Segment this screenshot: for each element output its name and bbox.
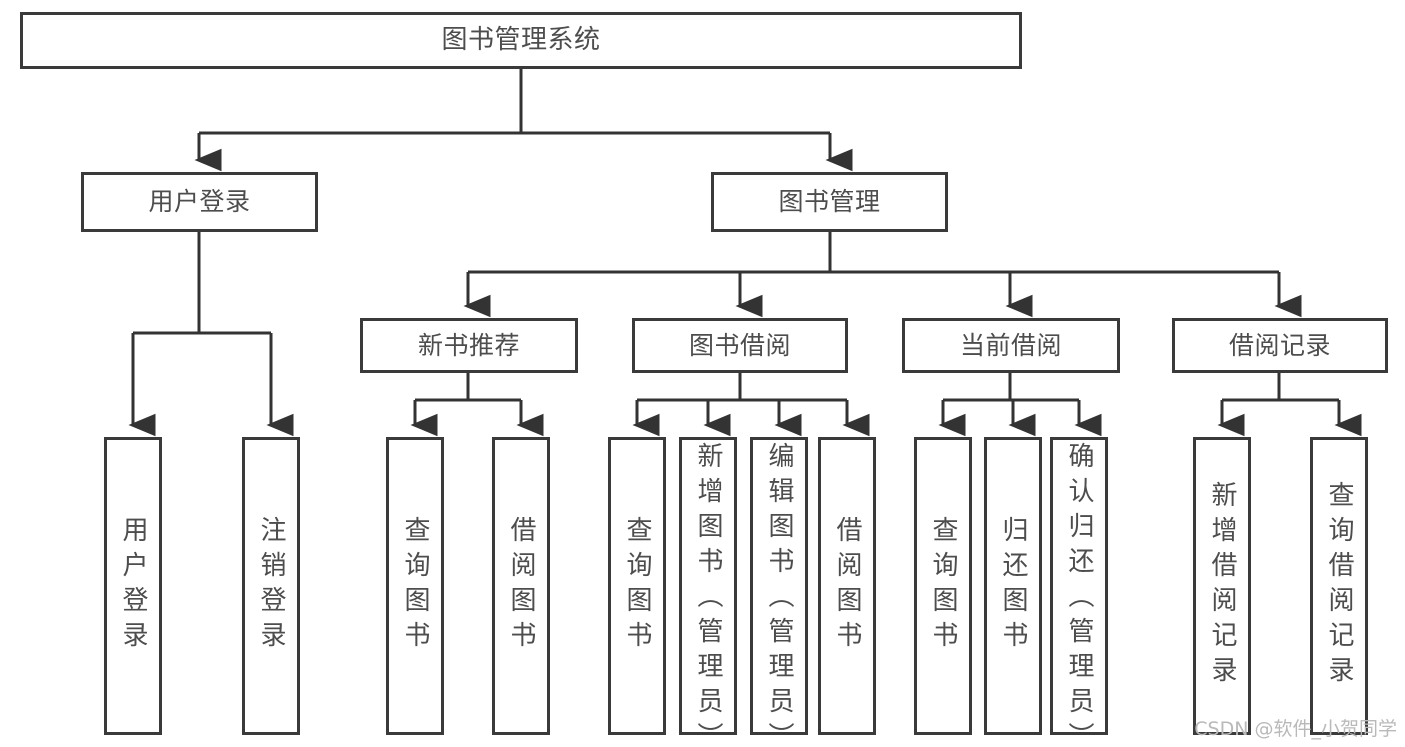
node-current-borrow[interactable]: 当前借阅 [902, 318, 1120, 373]
node-user-login-label: 用户登录 [148, 187, 251, 217]
leaf-borrow-record-query-label: 查询借阅记录 [1324, 481, 1354, 691]
node-book-borrow[interactable]: 图书借阅 [632, 318, 848, 373]
leaf-book-borrow-edit[interactable]: 编辑图书（管理员） [750, 437, 808, 735]
leaf-book-borrow-borrow[interactable]: 借阅图书 [818, 437, 876, 735]
leaf-current-borrow-query-label: 查询图书 [928, 516, 958, 656]
leaf-new-book-borrow-label: 借阅图书 [506, 516, 536, 656]
node-new-book-recommend-label: 新书推荐 [417, 330, 520, 360]
leaf-user-login-logout[interactable]: 注销登录 [242, 437, 300, 735]
leaf-user-login-login[interactable]: 用户登录 [104, 437, 162, 735]
leaf-book-borrow-add-label: 新增图书（管理员） [693, 442, 723, 735]
leaf-current-borrow-return-label: 归还图书 [998, 516, 1028, 656]
node-new-book-recommend[interactable]: 新书推荐 [360, 318, 578, 373]
node-book-manage-label: 图书管理 [778, 187, 881, 217]
leaf-borrow-record-query[interactable]: 查询借阅记录 [1310, 437, 1368, 735]
node-root[interactable]: 图书管理系统 [20, 12, 1022, 69]
leaf-current-borrow-query[interactable]: 查询图书 [914, 437, 972, 735]
leaf-borrow-record-add[interactable]: 新增借阅记录 [1193, 437, 1251, 735]
leaf-book-borrow-query[interactable]: 查询图书 [608, 437, 666, 735]
node-borrow-record-label: 借阅记录 [1228, 330, 1331, 360]
leaf-user-login-logout-label: 注销登录 [256, 516, 286, 656]
node-root-label: 图书管理系统 [441, 25, 601, 56]
node-book-borrow-label: 图书借阅 [688, 330, 791, 360]
leaf-book-borrow-add[interactable]: 新增图书（管理员） [679, 437, 737, 735]
leaf-book-borrow-borrow-label: 借阅图书 [832, 516, 862, 656]
leaf-book-borrow-query-label: 查询图书 [622, 516, 652, 656]
leaf-new-book-query[interactable]: 查询图书 [386, 437, 444, 735]
leaf-current-borrow-return[interactable]: 归还图书 [984, 437, 1042, 735]
leaf-current-borrow-confirm-label: 确认归还（管理员） [1064, 442, 1094, 735]
watermark: CSDN @软件_小贺同学 [1194, 718, 1397, 740]
leaf-borrow-record-add-label: 新增借阅记录 [1207, 481, 1237, 691]
node-current-borrow-label: 当前借阅 [959, 330, 1062, 360]
node-user-login[interactable]: 用户登录 [81, 172, 318, 232]
leaf-new-book-query-label: 查询图书 [400, 516, 430, 656]
leaf-user-login-login-label: 用户登录 [118, 516, 148, 656]
leaf-current-borrow-confirm[interactable]: 确认归还（管理员） [1050, 437, 1108, 735]
leaf-book-borrow-edit-label: 编辑图书（管理员） [764, 442, 794, 735]
node-book-manage[interactable]: 图书管理 [711, 172, 948, 232]
leaf-new-book-borrow[interactable]: 借阅图书 [492, 437, 550, 735]
node-borrow-record[interactable]: 借阅记录 [1172, 318, 1388, 373]
